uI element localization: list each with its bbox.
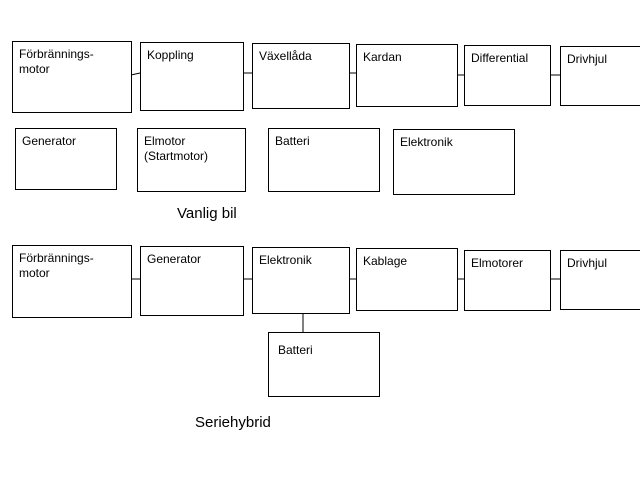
box-gearbox: Växellåda	[252, 43, 350, 109]
box-hybrid-drive-wheels: Drivhjul	[560, 250, 640, 310]
box-hybrid-electric-motors: Elmotorer	[464, 250, 551, 311]
caption-series-hybrid: Seriehybrid	[195, 414, 271, 431]
caption-conventional-car: Vanlig bil	[177, 205, 237, 222]
box-drive-wheels: Drivhjul	[560, 46, 640, 106]
box-combustion-engine: Förbrännings- motor	[12, 41, 132, 113]
box-hybrid-combustion-engine: Förbrännings- motor	[12, 245, 132, 318]
box-battery: Batteri	[268, 128, 380, 192]
box-driveshaft: Kardan	[356, 44, 458, 107]
box-hybrid-cabling: Kablage	[356, 248, 458, 311]
box-starter-motor: Elmotor (Startmotor)	[137, 128, 246, 192]
box-hybrid-generator: Generator	[140, 246, 244, 316]
box-electronics: Elektronik	[393, 129, 515, 195]
box-generator: Generator	[15, 128, 117, 190]
connector-engine-clutch	[130, 72, 141, 76]
box-differential: Differential	[464, 45, 551, 106]
box-clutch: Koppling	[140, 42, 244, 111]
box-hybrid-electronics: Elektronik	[252, 247, 350, 314]
box-hybrid-battery: Batteri	[268, 332, 380, 397]
